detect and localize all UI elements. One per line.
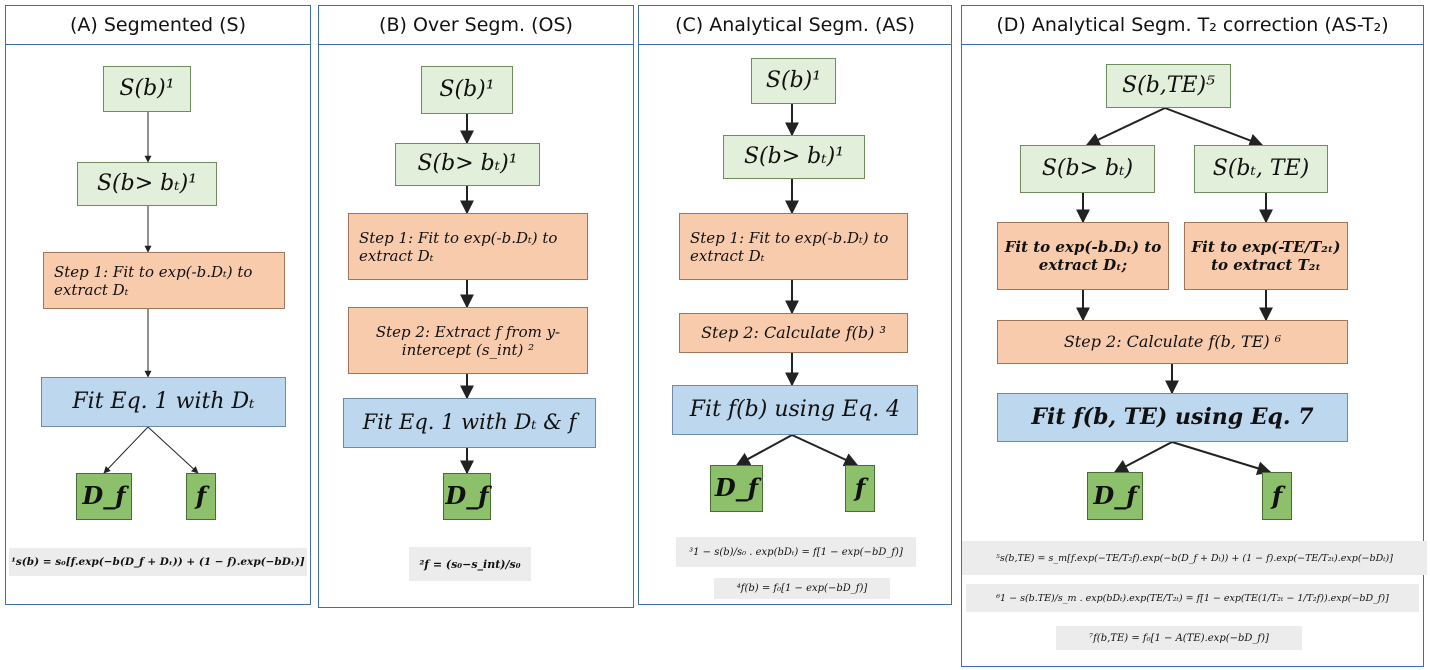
panel-b-out-df: D_f [443, 473, 491, 520]
panel-d-step2: Step 2: Calculate f(b, TE) ⁶ [997, 320, 1348, 364]
panel-b-signal: S(b)¹ [421, 66, 513, 114]
panel-c-footnote-2: ⁴f(b) = f₀[1 − exp(−bD_f)] [714, 578, 890, 599]
panel-d-signal-te: S(bₜ, TE) [1194, 145, 1328, 193]
panel-a-out-f: f [186, 473, 216, 520]
panel-b-signal-high-b: S(b> bₜ)¹ [395, 143, 540, 186]
panel-a-out-df: D_f [76, 473, 132, 520]
panel-b-footnote: ²f = (s₀−s_int)/s₀ [409, 547, 531, 581]
panel-a-fit: Fit Eq. 1 with Dₜ [41, 377, 286, 427]
panel-a-title: (A) Segmented (S) [6, 6, 310, 45]
panel-c-signal: S(b)¹ [751, 58, 836, 104]
panel-a-footnote: ¹s(b) = s₀[f.exp(−b(D_f + Dₜ)) + (1 − f)… [9, 548, 307, 576]
panel-c-title: (C) Analytical Segm. (AS) [639, 6, 951, 45]
panel-d-signal: S(b,TE)⁵ [1106, 64, 1231, 108]
panel-d-fit-t2: Fit to exp(-TE/T₂ₜ) to extract T₂ₜ [1184, 222, 1348, 290]
panel-b-fit: Fit Eq. 1 with Dₜ & f [343, 398, 596, 448]
panel-c-step1: Step 1: Fit to exp(-b.Dₜ) to extract Dₜ [679, 213, 908, 280]
panel-b-title: (B) Over Segm. (OS) [319, 6, 633, 45]
panel-c-out-df: D_f [710, 465, 763, 512]
panel-a-signal: S(b)¹ [103, 66, 191, 112]
panel-d-footnote-2: ⁶1 − s(b.TE)/s_m . exp(bDₜ).exp(TE/T₂ₜ) … [966, 584, 1419, 612]
panel-b-step2: Step 2: Extract f from y-intercept (s_in… [348, 307, 588, 374]
panel-d-footnote-3: ⁷f(b,TE) = f₀[1 − A(TE).exp(−bD_f)] [1056, 626, 1302, 650]
panel-d-signal-high-b: S(b> bₜ) [1020, 145, 1155, 193]
panel-d-out-f: f [1262, 472, 1292, 520]
panel-d-out-df: D_f [1087, 472, 1143, 520]
panel-c-out-f: f [845, 465, 875, 512]
panel-c-step2: Step 2: Calculate f(b) ³ [679, 313, 908, 353]
panel-d-fit-d: Fit to exp(-b.Dₜ) to extract Dₜ; [997, 222, 1169, 290]
panel-d-title: (D) Analytical Segm. T₂ correction (AS-T… [962, 6, 1423, 45]
panel-a-step1: Step 1: Fit to exp(-b.Dₜ) to extract Dₜ [43, 252, 285, 309]
panel-c-footnote-1: ³1 − s(b)/s₀ . exp(bDₜ) = f[1 − exp(−bD_… [676, 537, 916, 567]
panel-c-fit: Fit f(b) using Eq. 4 [672, 385, 918, 435]
panel-c-signal-high-b: S(b> bₜ)¹ [723, 135, 865, 179]
panel-a-signal-high-b: S(b> bₜ)¹ [77, 162, 217, 206]
panel-d-fit: Fit f(b, TE) using Eq. 7 [997, 393, 1348, 442]
panel-b-step1: Step 1: Fit to exp(-b.Dₜ) to extract Dₜ [348, 213, 588, 280]
panel-d-footnote-1: ⁵s(b,TE) = s_m[f.exp(−TE/T₂f).exp(−b(D_f… [962, 541, 1427, 575]
panel-c: (C) Analytical Segm. (AS) [638, 5, 952, 605]
